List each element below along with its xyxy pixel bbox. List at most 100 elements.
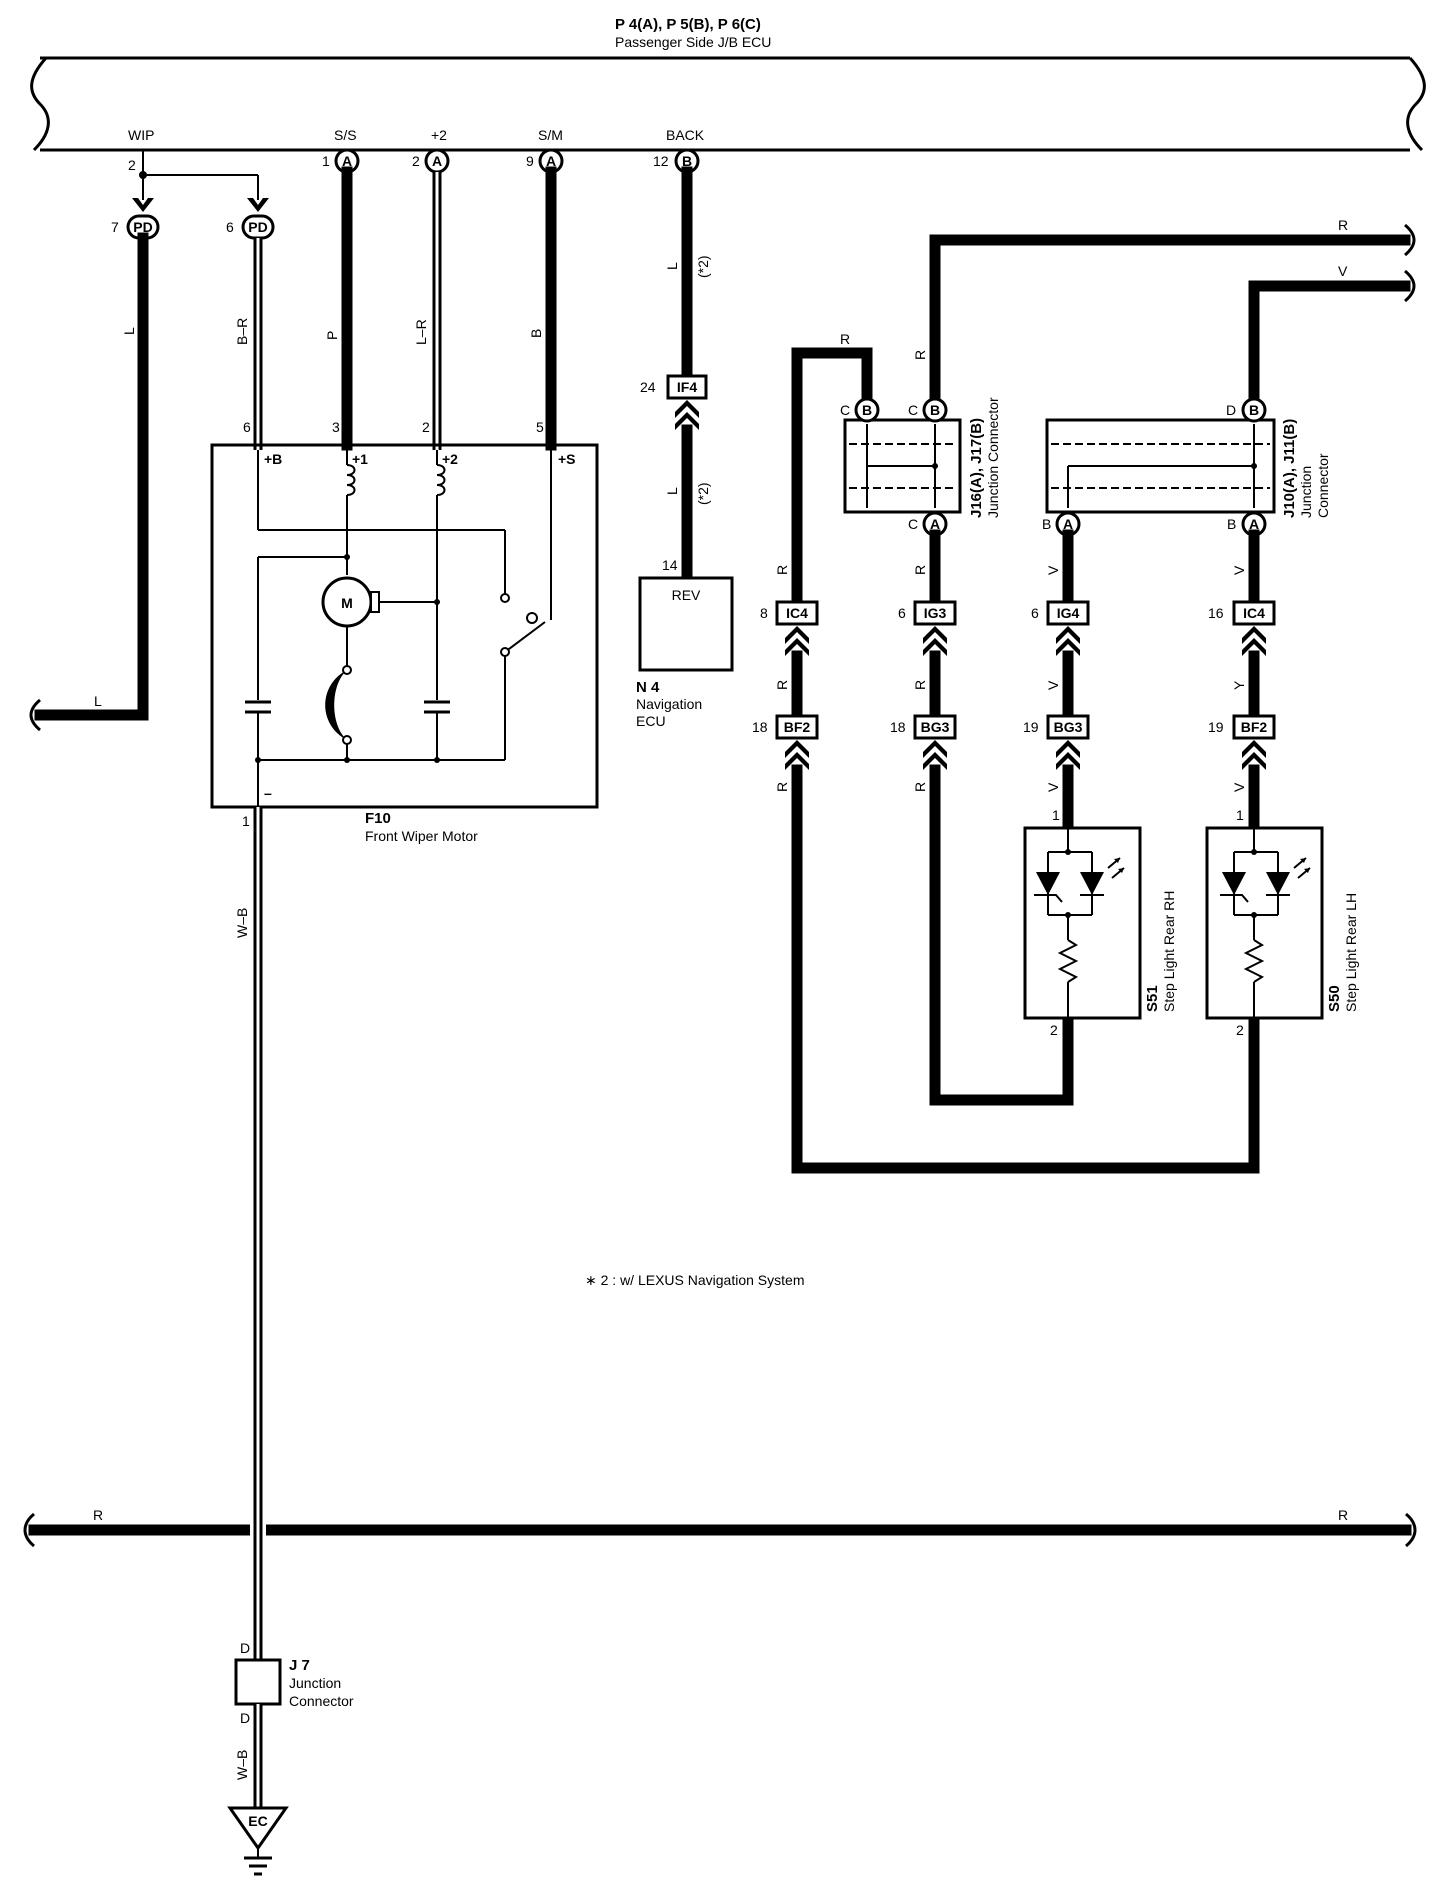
wire-color-r-c1a: R [774,565,790,575]
pin-bf2-18: 18 [752,719,768,735]
pin-motor-5: 5 [536,419,544,435]
terminal-back: BACK [666,127,705,143]
connector-bg3-18: BG3 [913,714,957,740]
s50-id: S50 [1326,985,1343,1012]
nav-ecu-id: N 4 [636,679,660,696]
pin-ig3-6: 6 [898,605,906,621]
wire-color-v-c4c: V [1231,782,1247,792]
wire-color-y-c4b: Y [1231,680,1247,690]
nav-ecu-name-2: ECU [636,713,666,729]
wire-color-r-c2b: R [912,680,928,690]
s50-name: Step Light Rear LH [1343,893,1359,1012]
pin-motor-2: 2 [422,419,430,435]
wire-color-r-bottom-l: R [93,1507,103,1523]
pin-jc-d: D [1226,402,1236,418]
pin-j7-d-top: D [240,1640,250,1656]
wire-break-bottom-left [23,1512,36,1548]
jc10-name-2: Connector [1315,453,1331,518]
svg-text:IC4: IC4 [786,605,808,621]
pin-s51-2: 2 [1050,1022,1058,1038]
wire-color-r-top: R [1338,217,1348,233]
wire-color-lr: L–R [413,319,429,345]
terminal-sm: S/M [538,127,563,143]
svg-text:BG3: BG3 [1054,719,1083,735]
wire-color-l-1: L [121,327,137,335]
connector-pd-7: PD [126,214,160,240]
wire-color-p: P [324,331,340,340]
connector-bf2-18: BF2 [775,714,819,740]
pin-jc-c-3: C [908,516,918,532]
pin-motor-6: 6 [243,419,251,435]
wire-color-v-c3c: V [1045,782,1061,792]
wire-color-v-c4a: V [1231,565,1247,575]
s51-id: S51 [1144,985,1161,1012]
note-star2-2: (*2) [695,482,711,505]
wire-r-jc-c [791,347,873,608]
wire-r-loop-inner [929,764,1074,1106]
svg-text:IC4: IC4 [1243,605,1265,621]
pin-ig4-6: 6 [1031,605,1039,621]
pin-s50-2: 2 [1236,1022,1244,1038]
pin-plus2-2: 2 [412,153,420,169]
pin-s51-1: 1 [1052,807,1060,823]
svg-text:B: B [1249,402,1259,418]
pin-ic4-16: 16 [1208,605,1224,621]
connector-if4: IF4 [666,374,708,400]
pin-bg3-18: 18 [890,719,906,735]
wire-color-r-c1b: R [774,680,790,690]
wire-color-b: B [528,329,544,338]
svg-text:BG3: BG3 [921,719,950,735]
wire-color-wb-1: W–B [234,908,250,938]
svg-text:A: A [546,153,556,169]
motor-term-plus1: +1 [352,451,368,467]
wire-l-pd7 [34,232,149,721]
pin-sm-9: 9 [526,153,534,169]
svg-text:B: B [930,402,940,418]
svg-text:A: A [1249,516,1259,532]
svg-text:A: A [342,153,352,169]
wire-color-l-back-1: L [664,262,680,270]
pin-jc-c-1: C [840,402,850,418]
wire-color-r-jc-b: R [912,350,928,360]
connector-bf2-19: BF2 [1232,714,1276,740]
motor-term-pluss: +S [558,451,576,467]
pin-ic4-8: 8 [760,605,768,621]
pin-s50-1: 1 [1236,807,1244,823]
connector-pd-6: PD [241,214,275,240]
pin-j7-d-bottom: D [240,1710,250,1726]
wire-color-v-c3a: V [1045,565,1061,575]
jc10-name-1: Junction [1298,466,1314,518]
wire-r-top [929,234,1411,408]
pin-pd-7: 7 [111,219,119,235]
jb-ecu-subtitle: Passenger Side J/B ECU [615,34,771,50]
connector-arrow-if4 [675,400,699,430]
wip-branch [132,150,269,212]
ground-icon [244,1856,272,1876]
connector-ig4-6: IG4 [1046,600,1090,626]
jc10-id: J10(A), J11(B) [1281,419,1298,518]
wire-color-r-c2c: R [912,782,928,792]
pin-ss-1: 1 [322,153,330,169]
wire-color-v-c3b: V [1045,680,1061,690]
pin-wip-2: 2 [128,157,136,173]
footnote: ∗ 2 : w/ LEXUS Navigation System [585,1272,804,1288]
junction-connector-j7 [234,1658,282,1706]
wire-break-left [29,698,41,732]
svg-text:BF2: BF2 [784,719,811,735]
pin-if4-24: 24 [640,379,656,395]
connector-ic4-16: IC4 [1232,600,1276,626]
wire-color-r-c2a: R [912,565,928,575]
wire-break-v-top [1404,269,1416,303]
pin-motor-3: 3 [332,419,340,435]
svg-text:A: A [432,153,442,169]
wire-color-l-2: L [94,693,102,709]
nav-ecu-box [638,576,734,672]
wire-color-l-back-2: L [664,487,680,495]
pin-bg3-19: 19 [1023,719,1039,735]
wire-color-br: B–R [234,318,250,345]
connector-b-j10-d: B [1241,397,1267,423]
wire-r-loop-outer [791,764,1260,1174]
motor-term-plusb: +B [264,451,282,467]
connector-ig3-6: IG3 [913,600,957,626]
